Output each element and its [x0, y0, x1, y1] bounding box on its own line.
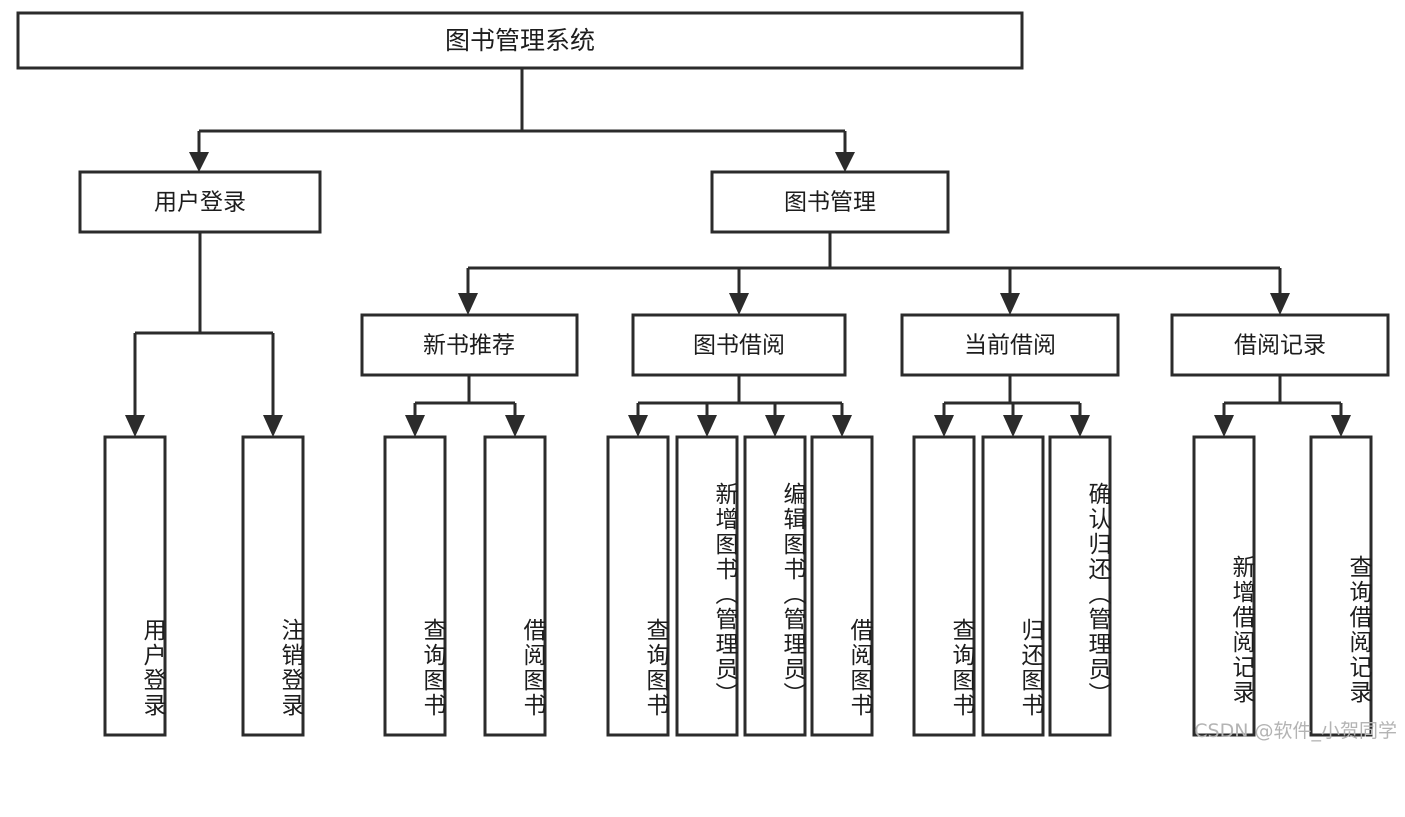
connector-group-user-login — [125, 232, 283, 437]
leaf-box-br-1[interactable] — [1192, 435, 1256, 737]
node-new-book-recommend-label: 新书推荐 — [423, 333, 515, 359]
arrow-head-leaf-bb-1 — [628, 415, 648, 437]
arrow-head-leaf-bb-2 — [697, 415, 717, 437]
diagram-canvas: 用户登录 图书管理 图书管理系统 — [16, 11, 1390, 737]
leaf-box-cb-1[interactable] — [912, 435, 976, 737]
node-user-login-label: 用户登录 — [154, 190, 246, 216]
node-book-borrow-label: 图书借阅 — [693, 333, 785, 359]
node-new-book-recommend[interactable]: 新书推荐 — [360, 313, 579, 377]
leaf-box-bb-1[interactable] — [606, 435, 670, 737]
connector-group-new-book-recommend — [405, 375, 525, 437]
diagram-root: 用户登录 图书管理 图书管理系统 — [16, 11, 1397, 742]
node-book-manage[interactable]: 图书管理 — [710, 170, 950, 234]
arrow-head-leaf-cb-1 — [934, 415, 954, 437]
node-root[interactable]: 图书管理系统 — [16, 11, 1024, 70]
connector-group-book-manage — [458, 232, 1290, 315]
leaf-box-bb-4[interactable] — [810, 435, 874, 737]
node-user-login-box[interactable] — [78, 170, 322, 234]
arrow-head-leaf-cb-3 — [1070, 415, 1090, 437]
arrow-head-leaf-user-login-1 — [125, 415, 145, 437]
arrow-head-leaf-br-1 — [1214, 415, 1234, 437]
leaf-box-cb-2[interactable] — [981, 435, 1045, 737]
node-book-borrow-box[interactable] — [631, 313, 847, 377]
leaf-group-current-borrow — [912, 435, 1112, 737]
leaf-box-bb-3[interactable] — [743, 435, 807, 737]
arrow-head-book-manage — [835, 152, 855, 172]
leaf-box-cb-3[interactable] — [1048, 435, 1112, 737]
node-book-borrow[interactable]: 图书借阅 — [631, 313, 847, 377]
leaf-group-borrow-record — [1192, 435, 1373, 737]
arrow-head-leaf-bb-3 — [765, 415, 785, 437]
node-borrow-record-box[interactable] — [1170, 313, 1390, 377]
leaf-box-br-2[interactable] — [1309, 435, 1373, 737]
leaf-box-user-login-1[interactable] — [103, 435, 167, 737]
node-user-login[interactable]: 用户登录 — [78, 170, 322, 234]
arrow-head-new-book-recommend — [458, 293, 478, 315]
connector-group-book-borrow — [628, 375, 852, 437]
arrow-head-book-borrow — [729, 293, 749, 315]
connector-group-root — [189, 68, 855, 172]
leaf-box-nbr-1[interactable] — [383, 435, 447, 737]
leaf-group-book-borrow — [606, 435, 874, 737]
arrow-head-leaf-user-login-2 — [263, 415, 283, 437]
arrow-head-borrow-record — [1270, 293, 1290, 315]
arrow-head-current-borrow — [1000, 293, 1020, 315]
leaf-box-bb-2[interactable] — [675, 435, 739, 737]
node-borrow-record[interactable]: 借阅记录 — [1170, 313, 1390, 377]
node-current-borrow[interactable]: 当前借阅 — [900, 313, 1120, 377]
leaf-box-user-login-2[interactable] — [241, 435, 305, 737]
leaf-box-nbr-2[interactable] — [483, 435, 547, 737]
node-root-label: 图书管理系统 — [445, 26, 595, 55]
node-book-manage-label: 图书管理 — [784, 190, 876, 216]
arrow-head-leaf-cb-2 — [1003, 415, 1023, 437]
node-new-book-recommend-box[interactable] — [360, 313, 579, 377]
arrow-head-leaf-br-2 — [1331, 415, 1351, 437]
arrow-head-leaf-nbr-2 — [505, 415, 525, 437]
arrow-head-leaf-bb-4 — [832, 415, 852, 437]
arrow-head-leaf-nbr-1 — [405, 415, 425, 437]
csdn-watermark: CSDN @软件_小贺同学 — [1194, 720, 1397, 742]
node-borrow-record-label: 借阅记录 — [1234, 333, 1326, 359]
connector-group-current-borrow — [934, 375, 1090, 437]
connector-group-borrow-record — [1214, 375, 1351, 437]
leaf-group-new-book-recommend — [383, 435, 547, 737]
node-current-borrow-box[interactable] — [900, 313, 1120, 377]
node-root-box[interactable] — [16, 11, 1024, 70]
node-current-borrow-label: 当前借阅 — [964, 333, 1056, 359]
arrow-head-user-login — [189, 152, 209, 172]
leaf-group-user-login — [103, 435, 305, 737]
